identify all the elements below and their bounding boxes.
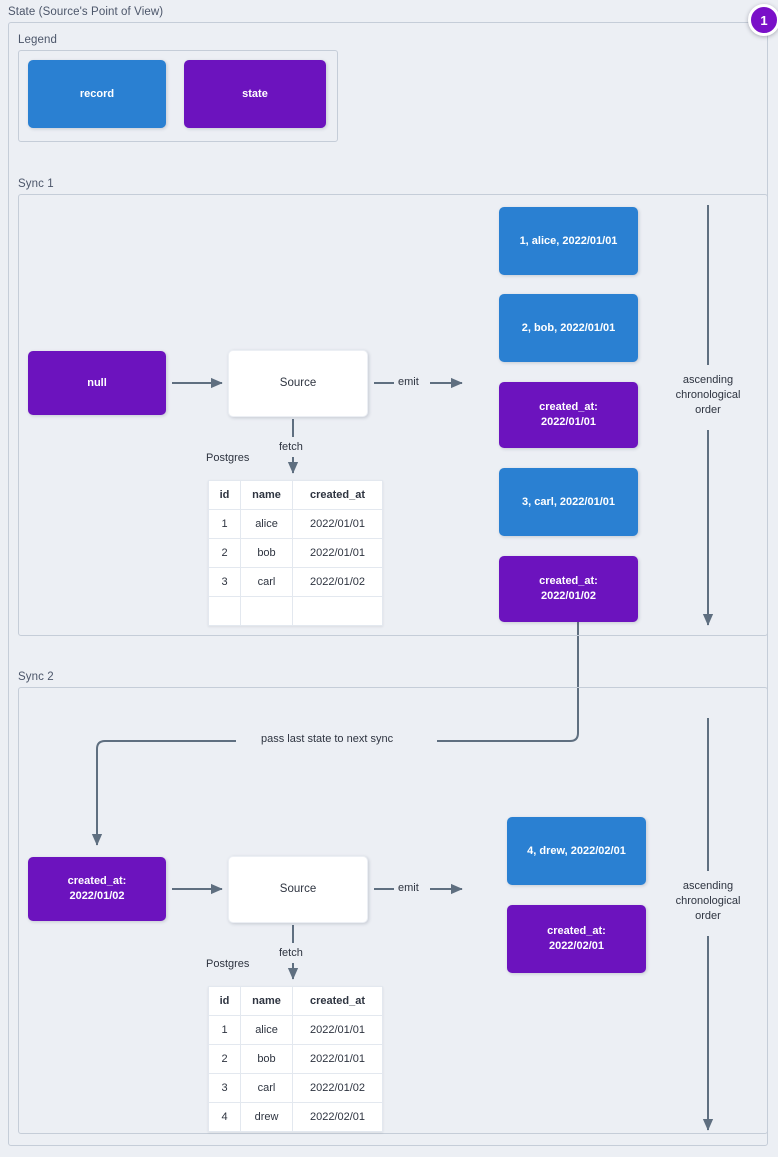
sync1-emitted-state-1-label: created_at: 2022/01/01 xyxy=(539,401,598,428)
cell-created-at: 2022/01/01 xyxy=(292,1015,383,1045)
table-header-row: id name created_at xyxy=(208,986,383,1016)
table-row: 2 bob 2022/01/01 xyxy=(208,1044,383,1074)
cell-name: drew xyxy=(240,1102,293,1132)
sync1-emitted-record-1: 1, alice, 2022/01/01 xyxy=(499,207,638,275)
cell-id: 3 xyxy=(208,567,241,597)
sync2-postgres-table: id name created_at 1 alice 2022/01/01 2 … xyxy=(208,986,383,1132)
sync2-source-label: Source xyxy=(279,882,317,895)
legend-swatch-record: record xyxy=(28,60,166,128)
sync1-emitted-record-3: 3, carl, 2022/01/01 xyxy=(499,468,638,536)
table-row: 3 carl 2022/01/02 xyxy=(208,567,383,597)
cell-created-at: 2022/02/01 xyxy=(292,1102,383,1132)
cell-name: carl xyxy=(240,1073,293,1103)
cell-id: 3 xyxy=(208,1073,241,1103)
cell-name xyxy=(240,596,293,626)
sync1-db-label: Postgres xyxy=(206,452,250,464)
column-header-created-at: created_at xyxy=(292,986,383,1016)
sync2-emitted-state-1-label: created_at: 2022/02/01 xyxy=(547,925,606,952)
sync2-fetch-label: fetch xyxy=(277,947,305,959)
table-row: 4 drew 2022/02/01 xyxy=(208,1102,383,1132)
step-badge[interactable]: 1 xyxy=(748,4,778,36)
cell-name: carl xyxy=(240,567,293,597)
legend-label-record: record xyxy=(79,87,115,100)
table-row: 2 bob 2022/01/01 xyxy=(208,538,383,568)
cell-id: 1 xyxy=(208,1015,241,1045)
sync2-frame xyxy=(18,687,768,1134)
sync1-emitted-state-1: created_at: 2022/01/01 xyxy=(499,382,638,448)
cell-created-at: 2022/01/02 xyxy=(292,1073,383,1103)
sync1-order-label: ascending chronological order xyxy=(666,373,750,418)
column-header-id: id xyxy=(208,986,241,1016)
cell-name: alice xyxy=(240,1015,293,1045)
cell-created-at: 2022/01/01 xyxy=(292,538,383,568)
cell-name: bob xyxy=(240,538,293,568)
sync1-emitted-record-3-label: 3, carl, 2022/01/01 xyxy=(522,495,615,508)
sync1-frame xyxy=(18,194,768,636)
cell-id: 2 xyxy=(208,538,241,568)
sync1-emitted-record-2-label: 2, bob, 2022/01/01 xyxy=(521,321,616,334)
cell-id: 1 xyxy=(208,509,241,539)
cell-name: bob xyxy=(240,1044,293,1074)
sync1-emit-label: emit xyxy=(396,376,421,388)
table-row: 1 alice 2022/01/01 xyxy=(208,509,383,539)
cell-created-at: 2022/01/02 xyxy=(292,567,383,597)
sync1-input-state: null xyxy=(28,351,166,415)
legend-frame xyxy=(18,50,338,142)
sync1-title: Sync 1 xyxy=(18,178,54,190)
sync1-input-state-label: null xyxy=(87,376,107,389)
column-header-name: name xyxy=(240,986,293,1016)
cell-created-at xyxy=(292,596,383,626)
sync1-emitted-record-1-label: 1, alice, 2022/01/01 xyxy=(519,234,618,247)
sync2-source-node: Source xyxy=(228,856,368,923)
cell-name: alice xyxy=(240,509,293,539)
cell-created-at: 2022/01/01 xyxy=(292,1044,383,1074)
table-row: 3 carl 2022/01/02 xyxy=(208,1073,383,1103)
sync2-input-state-label: created_at: 2022/01/02 xyxy=(67,875,127,902)
sync1-fetch-label: fetch xyxy=(277,441,305,453)
legend-swatch-state: state xyxy=(184,60,326,128)
table-row: 1 alice 2022/01/01 xyxy=(208,1015,383,1045)
sync2-input-state: created_at: 2022/01/02 xyxy=(28,857,166,921)
cell-id: 4 xyxy=(208,1102,241,1132)
cell-created-at: 2022/01/01 xyxy=(292,509,383,539)
sync2-emitted-record-1: 4, drew, 2022/02/01 xyxy=(507,817,646,885)
sync2-pass-state-label: pass last state to next sync xyxy=(259,733,396,745)
sync1-source-label: Source xyxy=(279,376,317,389)
sync2-emit-label: emit xyxy=(396,882,421,894)
column-header-name: name xyxy=(240,480,293,510)
sync2-emitted-record-1-label: 4, drew, 2022/02/01 xyxy=(527,844,626,857)
sync2-emitted-state-1: created_at: 2022/02/01 xyxy=(507,905,646,973)
legend-title: Legend xyxy=(18,34,57,46)
legend-label-state: state xyxy=(242,87,268,100)
sync1-emitted-state-2-label: created_at: 2022/01/02 xyxy=(539,575,598,602)
column-header-id: id xyxy=(208,480,241,510)
page-title: State (Source's Point of View) xyxy=(8,6,164,18)
sync2-db-label: Postgres xyxy=(206,958,250,970)
table-row-empty xyxy=(208,596,383,626)
sync1-postgres-table: id name created_at 1 alice 2022/01/01 2 … xyxy=(208,480,383,626)
cell-id: 2 xyxy=(208,1044,241,1074)
sync2-order-label: ascending chronological order xyxy=(666,879,750,924)
sync1-source-node: Source xyxy=(228,350,368,417)
sync1-emitted-record-2: 2, bob, 2022/01/01 xyxy=(499,294,638,362)
cell-id xyxy=(208,596,241,626)
sync1-emitted-state-2: created_at: 2022/01/02 xyxy=(499,556,638,622)
table-header-row: id name created_at xyxy=(208,480,383,510)
column-header-created-at: created_at xyxy=(292,480,383,510)
sync2-title: Sync 2 xyxy=(18,671,54,683)
